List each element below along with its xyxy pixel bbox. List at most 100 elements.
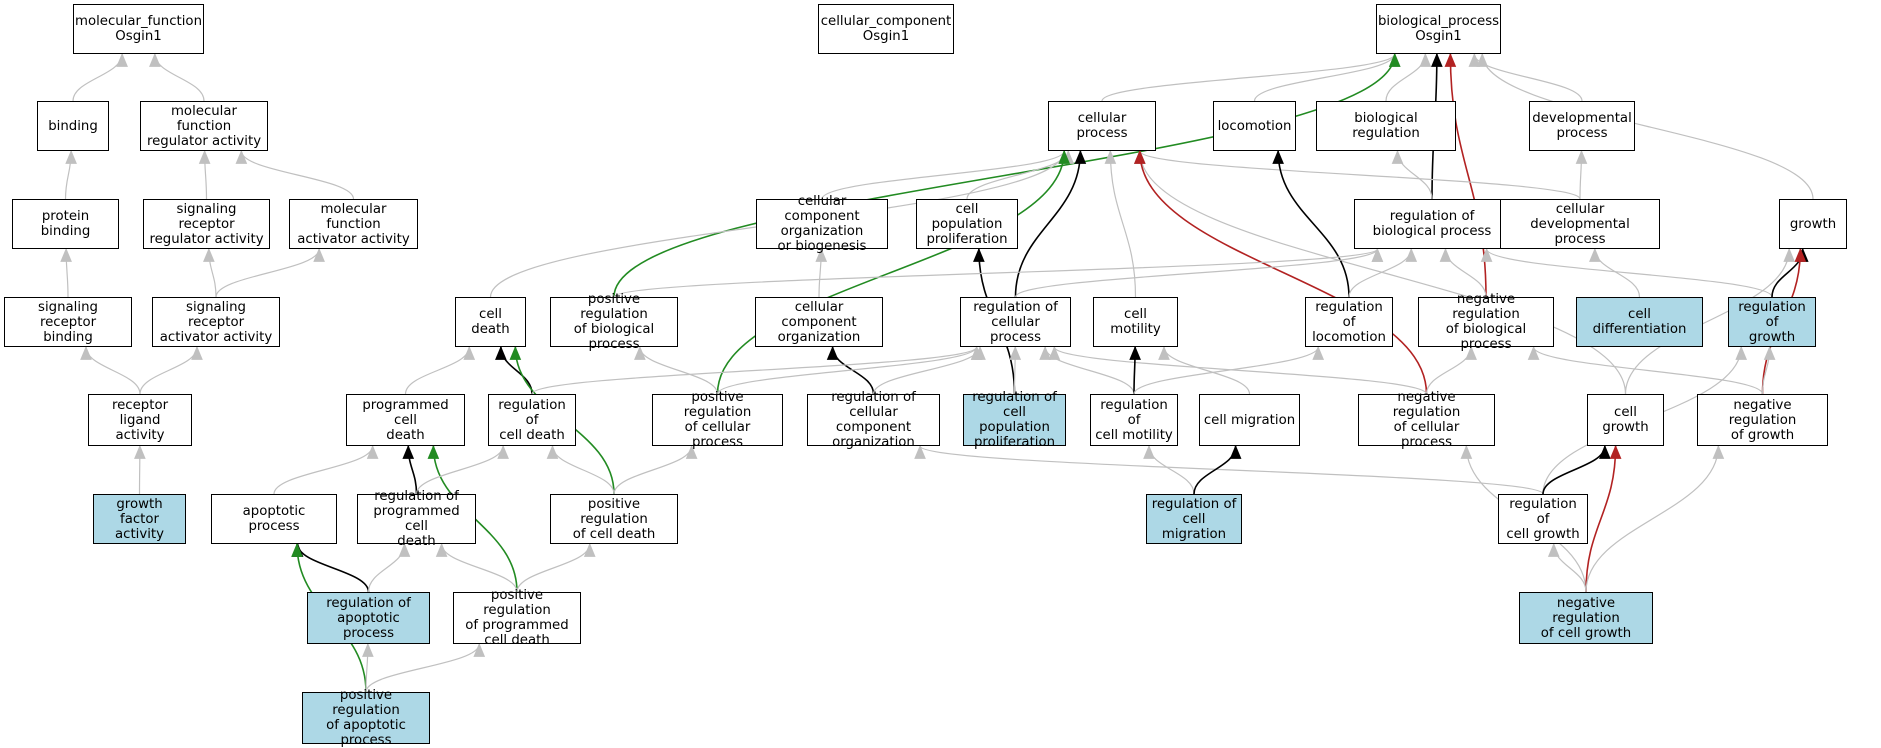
edge-cellular-process-to-bp-root (1102, 54, 1395, 101)
go-term-cell-pop-prolif[interactable]: cell population proliferation (916, 199, 1018, 249)
go-term-cell-motility[interactable]: cell motility (1093, 297, 1178, 347)
edge-pos-reg-apoptotic-to-reg-apoptotic (366, 644, 368, 692)
go-term-cc-root[interactable]: cellular_component Osgin1 (818, 4, 954, 54)
go-term-mf-root[interactable]: molecular_function Osgin1 (73, 4, 204, 54)
go-term-pos-reg-bio[interactable]: positive regulation of biological proces… (550, 297, 678, 347)
edge-neg-reg-cell-growth-to-neg-reg-growth (1586, 446, 1718, 592)
edge-pos-reg-prog-cell-death-to-pos-reg-cell-death (517, 544, 590, 592)
go-term-reg-locomotion[interactable]: regulation of locomotion (1305, 297, 1393, 347)
edge-cell-motility-to-cellular-process (1110, 151, 1135, 297)
edge-reg-growth-to-reg-bio-proc (1487, 249, 1772, 297)
edge-prog-cell-death-to-cell-death (406, 347, 470, 394)
go-term-reg-bio-proc[interactable]: regulation of biological process (1354, 199, 1510, 249)
go-term-mf-act[interactable]: molecular function activator activity (289, 199, 418, 249)
go-term-reg-cc-org[interactable]: regulation of cellular component organiz… (807, 394, 940, 446)
edge-bio-reg-to-bp-root (1386, 54, 1425, 101)
edge-reg-apoptotic-to-reg-prog-cell-death (369, 544, 405, 592)
edge-apoptotic-to-prog-cell-death (274, 446, 373, 494)
edge-reg-cell-motility-to-cell-motility (1134, 347, 1135, 394)
go-term-reg-apoptotic[interactable]: regulation of apoptotic process (307, 592, 430, 644)
go-term-cc-organization[interactable]: cellular component organization (755, 297, 883, 347)
edge-pos-reg-cell-death-to-pos-reg-cell-proc (614, 446, 692, 494)
go-term-cell-migration[interactable]: cell migration (1199, 394, 1300, 446)
edge-locomotion-to-bp-root (1255, 54, 1395, 101)
edge-reg-locomotion-to-reg-bio-proc (1349, 249, 1411, 297)
edge-pos-reg-bio-to-reg-bio-proc (614, 249, 1377, 297)
edge-cc-organization-to-cc-org (819, 249, 821, 297)
go-term-reg-cell-migration[interactable]: regulation of cell migration (1146, 494, 1242, 544)
edge-mf-reg-to-mf-root (155, 54, 204, 101)
edge-mf-act-to-mf-reg (241, 151, 353, 199)
edge-receptor-ligand-to-sig-rec-binding (86, 347, 140, 394)
edge-sig-rec-act-to-mf-act (216, 249, 319, 297)
go-term-reg-cell-pop-prolif[interactable]: regulation of cell population proliferat… (963, 394, 1066, 446)
go-term-pos-reg-prog-cell-death[interactable]: positive regulation of programmed cell d… (453, 592, 581, 644)
edge-dev-proc-to-bp-root (1474, 54, 1582, 101)
edge-cell-dev-proc-to-cellular-process (1140, 151, 1580, 199)
edge-reg-cell-growth-to-reg-cc-org (920, 446, 1543, 494)
edge-neg-reg-bio-to-bp-root (1450, 54, 1486, 297)
go-term-cell-growth[interactable]: cell growth (1587, 394, 1664, 446)
go-term-neg-reg-cell-proc[interactable]: negative regulation of cellular process (1358, 394, 1495, 446)
go-term-cellular-process[interactable]: cellular process (1048, 101, 1156, 151)
go-term-apoptotic[interactable]: apoptotic process (211, 494, 337, 544)
go-term-pos-reg-cell-death[interactable]: positive regulation of cell death (550, 494, 678, 544)
edge-reg-cell-death-to-reg-cell-proc (532, 347, 977, 394)
edge-sig-rec-act-to-sig-rec-reg (209, 249, 216, 297)
edge-neg-reg-bio-to-reg-bio-proc (1446, 249, 1487, 297)
edge-sig-rec-binding-to-protein-binding (66, 249, 68, 297)
edge-neg-reg-cell-growth-to-cell-growth (1586, 446, 1616, 592)
go-term-reg-cell-motility[interactable]: regulation of cell motility (1090, 394, 1178, 446)
go-term-neg-reg-cell-growth[interactable]: negative regulation of cell growth (1519, 592, 1653, 644)
go-term-sig-rec-reg[interactable]: signaling receptor regulator activity (143, 199, 270, 249)
go-term-receptor-ligand[interactable]: receptor ligand activity (88, 394, 192, 446)
go-term-reg-prog-cell-death[interactable]: regulation of programmed cell death (357, 494, 476, 544)
go-term-mf-reg[interactable]: molecular function regulator activity (140, 101, 268, 151)
edge-neg-reg-cell-growth-to-reg-cell-growth (1554, 544, 1586, 592)
go-term-pos-reg-apoptotic[interactable]: positive regulation of apoptotic process (302, 692, 430, 744)
edge-pos-reg-prog-cell-death-to-reg-prog-cell-death (442, 544, 517, 592)
edge-pos-reg-cell-death-to-reg-cell-death (553, 446, 615, 494)
go-term-dev-proc[interactable]: developmental process (1529, 101, 1635, 151)
go-term-locomotion[interactable]: locomotion (1213, 101, 1296, 151)
go-term-cc-org[interactable]: cellular component organization or bioge… (756, 199, 888, 249)
go-term-neg-reg-growth[interactable]: negative regulation of growth (1697, 394, 1828, 446)
edge-reg-cell-migration-to-reg-cell-motility (1149, 446, 1194, 494)
edge-sig-rec-reg-to-mf-reg (205, 151, 207, 199)
edge-reg-apoptotic-to-apoptotic (298, 544, 369, 592)
go-term-reg-growth[interactable]: regulation of growth (1728, 297, 1816, 347)
go-term-reg-cell-growth[interactable]: regulation of cell growth (1498, 494, 1588, 544)
edge-reg-cell-motility-to-reg-cell-proc (1045, 347, 1134, 394)
go-term-protein-binding[interactable]: protein binding (12, 199, 119, 249)
go-term-neg-reg-bio[interactable]: negative regulation of biological proces… (1418, 297, 1554, 347)
edge-neg-reg-cell-proc-to-neg-reg-bio (1427, 347, 1472, 394)
go-term-growth-factor[interactable]: growth factor activity (93, 494, 186, 544)
edge-reg-bio-proc-to-bio-reg (1398, 151, 1433, 199)
go-term-binding[interactable]: binding (37, 101, 109, 151)
edge-pos-reg-bio-to-bp-root (614, 54, 1395, 297)
edge-cc-org-to-cellular-process (822, 151, 1064, 199)
edge-reg-cell-motility-to-reg-locomotion (1134, 347, 1318, 394)
edge-reg-prog-cell-death-to-prog-cell-death (408, 446, 416, 494)
go-term-sig-rec-binding[interactable]: signaling receptor binding (4, 297, 132, 347)
go-term-cell-diff[interactable]: cell differentiation (1576, 297, 1703, 347)
go-term-cell-death[interactable]: cell death (455, 297, 526, 347)
edge-protein-binding-to-binding (66, 151, 72, 199)
edge-receptor-ligand-to-sig-rec-act (140, 347, 197, 394)
go-term-pos-reg-cell-proc[interactable]: positive regulation of cellular process (652, 394, 783, 446)
edge-neg-reg-growth-to-neg-reg-bio (1534, 347, 1763, 394)
edge-pos-reg-apoptotic-to-pos-reg-prog-cell-death (366, 644, 479, 692)
go-term-reg-cell-death[interactable]: regulation of cell death (488, 394, 576, 446)
go-term-sig-rec-act[interactable]: signaling receptor activator activity (152, 297, 280, 347)
edge-binding-to-mf-root (73, 54, 122, 101)
go-term-bp-root[interactable]: biological_process Osgin1 (1376, 4, 1501, 54)
go-term-cell-dev-proc[interactable]: cellular developmental process (1500, 199, 1660, 249)
go-term-growth[interactable]: growth (1779, 199, 1847, 249)
go-term-reg-cell-proc[interactable]: regulation of cellular process (960, 297, 1071, 347)
edge-reg-prog-cell-death-to-reg-cell-death (417, 446, 504, 494)
go-term-prog-cell-death[interactable]: programmed cell death (346, 394, 465, 446)
edge-cell-dev-proc-to-dev-proc (1580, 151, 1582, 199)
edge-reg-cc-org-to-reg-cell-proc (874, 347, 981, 394)
edge-pos-reg-cell-proc-to-pos-reg-bio (640, 347, 718, 394)
go-term-bio-reg[interactable]: biological regulation (1316, 101, 1456, 151)
